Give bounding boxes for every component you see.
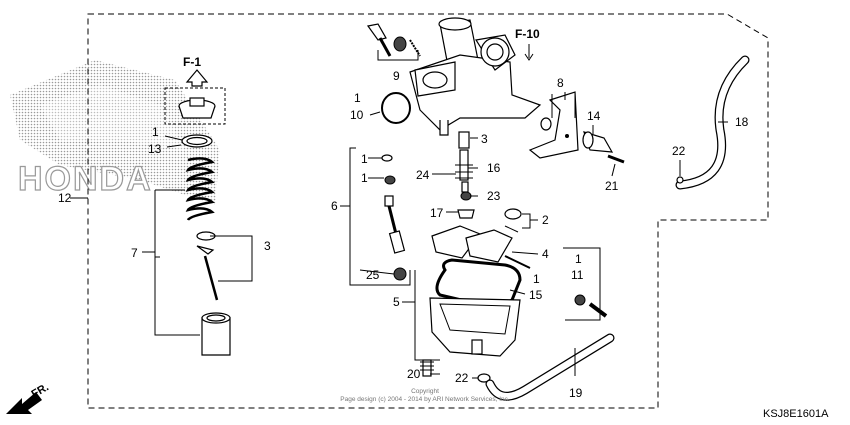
copyright-line-1: Copyright [411,388,439,395]
bracket-1-right [563,247,601,321]
callout-16: 16 [487,161,501,175]
pilot-screw-set [366,23,421,57]
callout-25: 25 [366,268,380,282]
diagram-code: KSJ8E1601A [763,408,829,420]
f10-reference: F-10 [515,27,540,61]
callout-22-lower: 22 [455,371,469,385]
callout-19: 19 [569,386,583,400]
fr-label: FR. [30,381,51,400]
callout-22-upper: 22 [672,144,686,158]
main-jet-stack [455,131,475,219]
callout-6: 6 [331,199,338,213]
f1-reference: F-1 [183,55,209,87]
callout-20: 20 [407,367,421,381]
callout-1-jet-b: 1 [361,171,368,185]
drain-screw [574,294,608,318]
choke-bracket [528,91,579,159]
callout-1-drain: 1 [575,252,582,266]
bracket-3-left [210,235,253,282]
callout-18: 18 [735,115,749,129]
callout-1-cap: 1 [152,125,159,139]
bracket-box-6 [349,147,411,286]
callout-13: 13 [148,142,162,156]
callout-17: 17 [430,206,444,220]
copyright-line-2: Page design (c) 2004 - 2014 by ARI Netwo… [340,396,510,403]
drain-bolt-20 [420,359,434,377]
callout-3-left: 3 [264,239,271,253]
callout-7: 7 [131,246,138,260]
o-ring-10 [381,92,411,124]
callout-12: 12 [58,191,72,205]
callout-8: 8 [557,76,564,90]
leader-lines [70,92,728,379]
front-direction-indicator: FR. [6,381,51,414]
float [431,225,531,269]
float-pin-clip [504,208,522,233]
callout-1-jet-a: 1 [361,152,368,166]
callout-23: 23 [487,189,501,203]
bracket-2 [522,213,531,229]
callout-5: 5 [393,295,400,309]
callout-11: 11 [571,268,584,282]
callout-21: 21 [605,179,619,193]
piston-valve-assembly [178,97,231,356]
callout-2: 2 [542,213,549,227]
bracket-5 [414,270,440,361]
f10-label: F-10 [515,27,540,41]
bracket-8 [551,94,576,118]
carburetor-body [409,17,542,136]
float-bowl-gasket [435,258,522,306]
callout-10: 10 [350,108,364,122]
callout-24: 24 [416,168,430,182]
callout-3-center: 3 [481,132,488,146]
callout-4: 4 [542,247,549,261]
cap-detail-box [164,87,226,125]
bracket-7 [154,189,200,336]
callout-9: 9 [393,69,400,83]
f1-label: F-1 [183,55,201,69]
callout-1-upper: 1 [354,91,361,105]
bracket-9 [377,50,419,61]
choke-valve [582,131,625,164]
callout-1-gasket: 1 [533,272,540,286]
callout-15: 15 [529,288,543,302]
assembly-boundary [87,13,769,409]
float-bowl [429,297,521,357]
honda-logo-text: HONDA [18,160,153,198]
callout-labels: 1 13 12 7 3 1 10 9 8 14 18 22 21 3 1 1 6… [58,69,749,400]
callout-14: 14 [587,109,601,123]
jet-set [381,154,407,281]
honda-wing-logo: HONDA [10,60,220,205]
